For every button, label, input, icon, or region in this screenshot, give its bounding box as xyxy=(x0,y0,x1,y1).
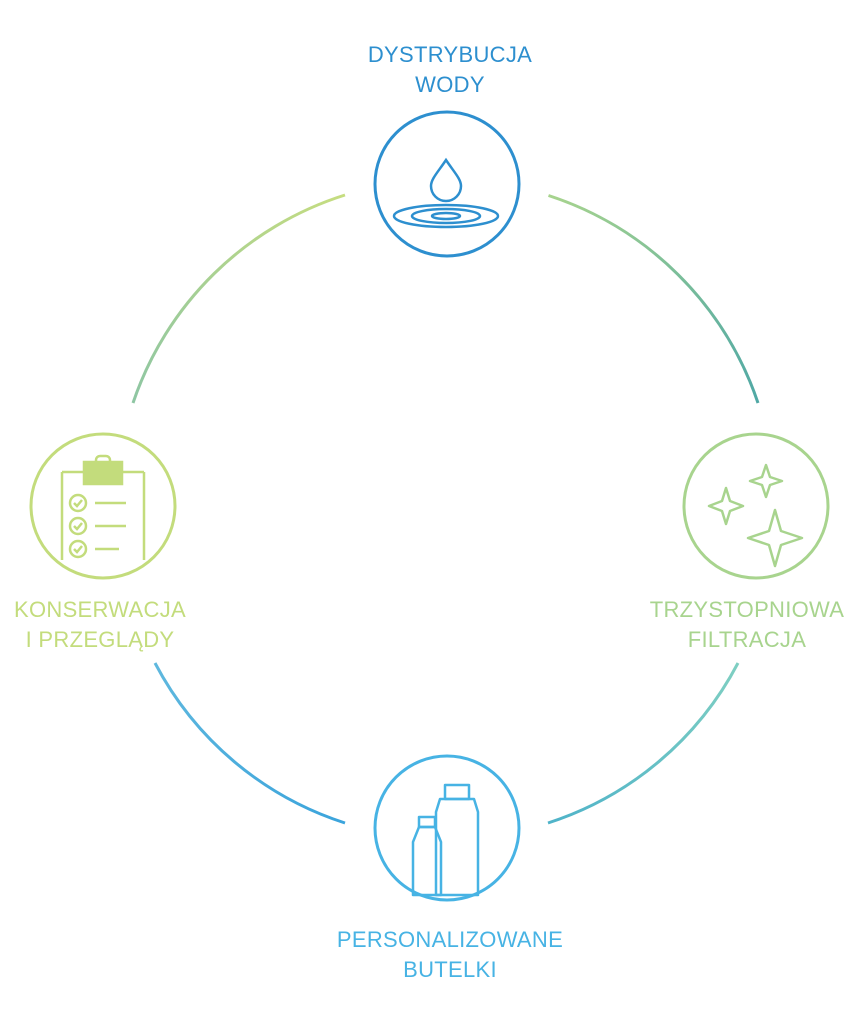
label-right-line1: TRZYSTOPNIOWA xyxy=(649,597,845,622)
label-maintenance: KONSERWACJA I PRZEGLĄDY xyxy=(0,595,200,655)
water-drop-icon xyxy=(392,157,500,229)
sparkle-stars-icon xyxy=(707,463,804,568)
label-bottom-line1: PERSONALIZOWANE xyxy=(336,927,564,952)
label-bottom-line2: BUTELKI xyxy=(403,957,497,982)
label-bottles: PERSONALIZOWANE BUTELKI xyxy=(290,925,610,985)
label-top-line2: WODY xyxy=(415,72,485,97)
label-distribution: DYSTRYBUCJA WODY xyxy=(330,40,570,100)
label-top-line1: DYSTRYBUCJA xyxy=(367,42,533,67)
label-left-line2: I PRZEGLĄDY xyxy=(25,627,175,652)
node-top xyxy=(373,110,521,258)
bottles-icon xyxy=(411,783,480,897)
arc-right-bottom xyxy=(547,662,740,825)
node-bottom xyxy=(373,754,521,902)
clipboard-checklist-icon xyxy=(60,454,146,560)
arc-top-right xyxy=(548,194,760,404)
label-right-line2: FILTRACJA xyxy=(687,627,807,652)
label-left-line1: KONSERWACJA xyxy=(14,597,186,622)
arc-bottom-left xyxy=(153,662,346,825)
node-right xyxy=(682,432,830,580)
node-left xyxy=(29,432,177,580)
arc-left-top xyxy=(131,193,346,404)
label-filtration: TRZYSTOPNIOWA FILTRACJA xyxy=(635,595,859,655)
